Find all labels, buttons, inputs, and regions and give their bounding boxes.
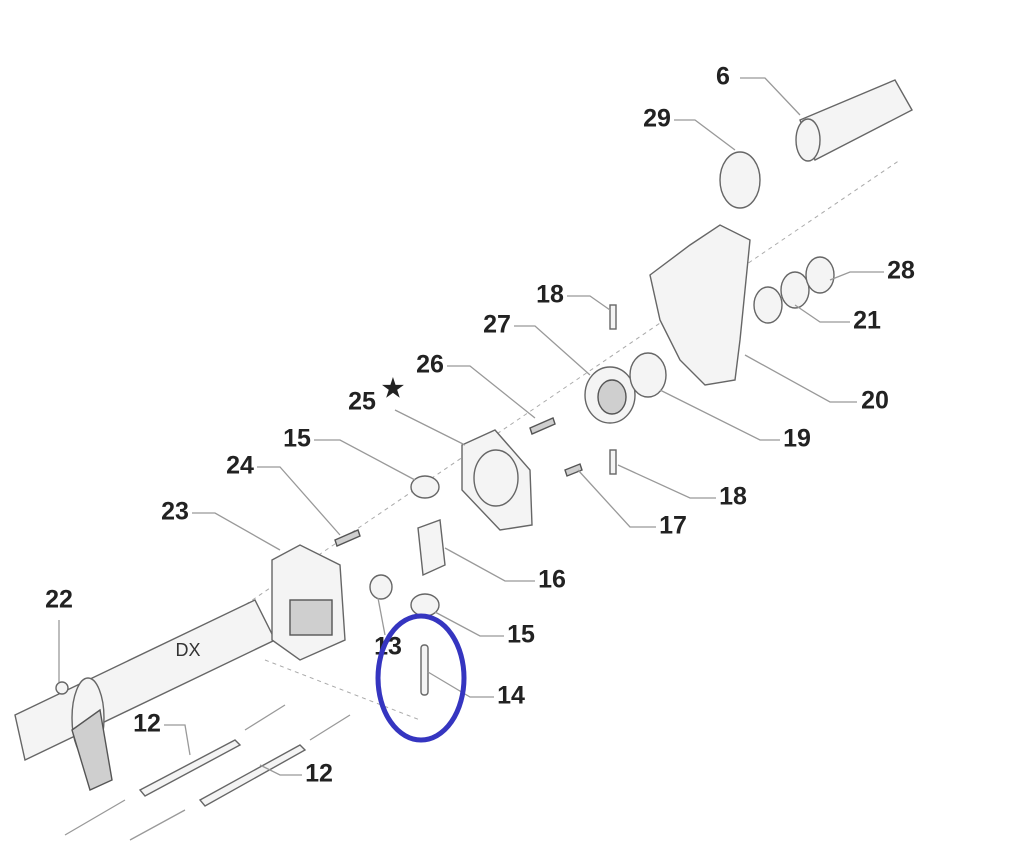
shaft-text-dx: DX bbox=[175, 640, 200, 660]
label-26: 26 bbox=[416, 351, 444, 379]
label-12-left: 12 bbox=[133, 710, 161, 738]
part-24-screw bbox=[334, 529, 361, 547]
part-13-nut bbox=[369, 574, 393, 600]
label-15-lower: 15 bbox=[507, 621, 535, 649]
assembly-axis bbox=[119, 159, 901, 691]
part-17-screw bbox=[564, 463, 583, 477]
part-21-ring-b bbox=[780, 271, 810, 309]
label-14: 14 bbox=[497, 682, 525, 710]
leader-lines bbox=[58, 77, 884, 776]
part-21-ring-a bbox=[753, 286, 783, 324]
part-12-cables bbox=[64, 704, 351, 841]
label-16: 16 bbox=[538, 566, 566, 594]
label-29: 29 bbox=[643, 105, 671, 133]
star-icon: ★ bbox=[382, 375, 405, 403]
part-14-pin bbox=[420, 644, 429, 696]
label-23: 23 bbox=[161, 498, 189, 526]
label-12-right: 12 bbox=[305, 760, 333, 788]
label-19: 19 bbox=[783, 425, 811, 453]
part-22-fitting bbox=[55, 681, 69, 695]
assembly-axis-secondary bbox=[264, 659, 421, 721]
part-26-screw bbox=[529, 417, 556, 435]
part-20-handle-body bbox=[649, 224, 751, 386]
shaft-tube bbox=[14, 599, 276, 791]
label-17: 17 bbox=[659, 512, 687, 540]
part-6-grip-end bbox=[795, 118, 821, 162]
label-27: 27 bbox=[483, 311, 511, 339]
part-29-collar bbox=[719, 151, 761, 209]
part-19-bearing bbox=[629, 352, 667, 398]
label-18-lower: 18 bbox=[719, 483, 747, 511]
label-28: 28 bbox=[887, 257, 915, 285]
part-25-plate-hole bbox=[473, 449, 519, 507]
part-27-bore bbox=[597, 379, 627, 415]
label-21: 21 bbox=[853, 307, 881, 335]
label-15-upper: 15 bbox=[283, 425, 311, 453]
part-18-pin-upper bbox=[609, 304, 617, 330]
label-6: 6 bbox=[716, 63, 730, 91]
part-15-grommet-lower bbox=[410, 593, 440, 617]
part-16-clip bbox=[417, 519, 446, 577]
label-18-upper: 18 bbox=[536, 281, 564, 309]
part-15-grommet-upper bbox=[410, 475, 440, 499]
label-25: 25 bbox=[348, 388, 376, 416]
part-18-pin-lower bbox=[609, 449, 617, 475]
label-24: 24 bbox=[226, 452, 254, 480]
label-20: 20 bbox=[861, 387, 889, 415]
part-28-ring bbox=[805, 256, 835, 294]
part-23-slot bbox=[289, 599, 333, 636]
highlight-circle bbox=[375, 613, 467, 743]
label-22: 22 bbox=[45, 586, 73, 614]
